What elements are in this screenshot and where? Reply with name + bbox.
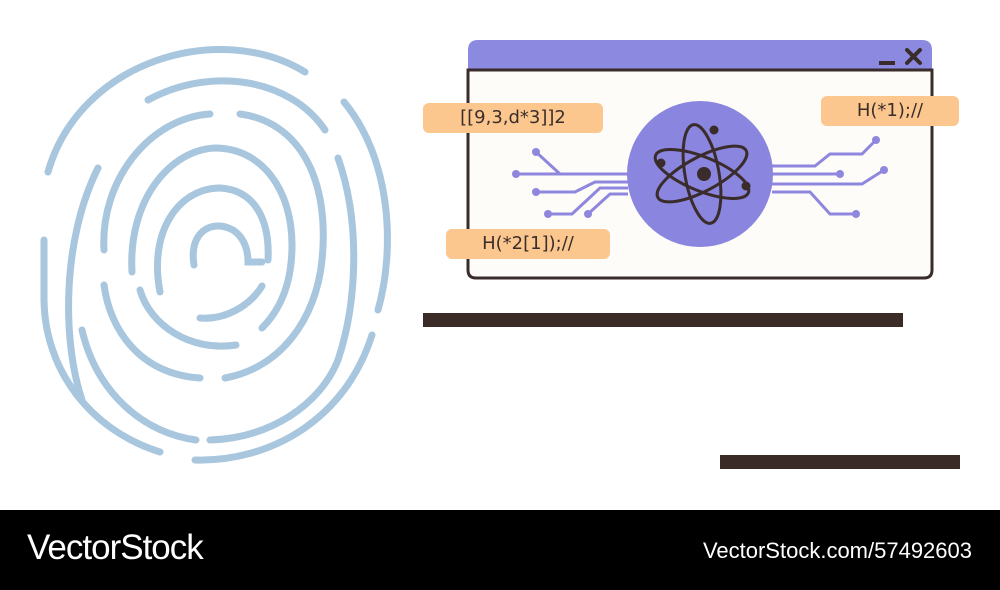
divider-bar-bottom bbox=[720, 455, 960, 469]
image-id: VectorStock.com/57492603 bbox=[702, 538, 972, 563]
code-tag-2: H(*1);// bbox=[821, 96, 959, 126]
close-icon[interactable] bbox=[905, 48, 922, 65]
atom-icon bbox=[627, 101, 773, 247]
circuit-right-nodes bbox=[836, 136, 888, 218]
circuit-left-nodes bbox=[512, 148, 592, 218]
code-tag-3: H(*2[1]);// bbox=[446, 229, 610, 259]
footer-bar: VectorStock VectorStock.com/57492603 bbox=[0, 510, 1000, 590]
circuit-left bbox=[516, 150, 628, 216]
code-tag-1: [[9,3,d*3]]2 bbox=[423, 103, 603, 133]
fingerprint-icon bbox=[40, 46, 391, 464]
minimize-icon[interactable] bbox=[879, 61, 895, 65]
circuit-right bbox=[772, 138, 885, 216]
brand-logo: VectorStock bbox=[27, 528, 204, 567]
divider-bar-top bbox=[423, 313, 903, 327]
window-titlebar bbox=[468, 40, 932, 70]
